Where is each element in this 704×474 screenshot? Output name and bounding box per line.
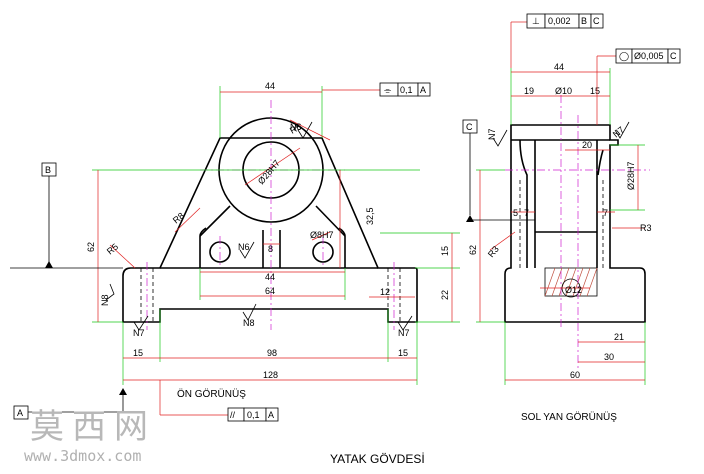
svg-text:N8: N8 <box>243 318 255 328</box>
side-view-label: SOL YAN GÖRÜNÜŞ <box>521 411 617 423</box>
svg-text:N8: N8 <box>100 294 110 306</box>
drawing-title: YATAK GÖVDESİ <box>330 452 425 466</box>
side-bore-curve-r <box>597 149 604 176</box>
tol-perp-value: 0,002 <box>548 16 571 26</box>
tol-circ-symbol: ◯ <box>619 51 629 62</box>
front-rib-left <box>199 205 231 237</box>
dim-r5-leader <box>109 244 136 269</box>
surface-mark-n6-mid: N6 <box>238 241 255 259</box>
side-outline <box>504 124 646 323</box>
dim-text-32-5: 32,5 <box>365 207 375 225</box>
dim-text-64: 64 <box>265 286 275 296</box>
dim-text-44-top: 44 <box>265 81 275 91</box>
svg-text:N7: N7 <box>611 124 626 139</box>
watermark-chars: 莫西网 <box>30 407 156 447</box>
dim-text-bore: Ø28H7 <box>256 158 282 186</box>
datum-a-triangle <box>119 388 127 395</box>
tol-perp-datum2: C <box>593 16 600 26</box>
surface-mark-n8-bottom: N8 <box>242 303 257 328</box>
datum-b: B <box>10 162 123 269</box>
dim-text-hole: Ø8H7 <box>310 230 334 240</box>
dim-hole-leader <box>311 231 331 241</box>
svg-text:N7: N7 <box>487 128 497 140</box>
side-text-30: 30 <box>604 352 614 362</box>
tol-circ-datum: C <box>670 51 677 61</box>
dim-text-15-r: 15 <box>440 246 450 256</box>
side-text-21: 21 <box>614 332 624 342</box>
tol-frame-flatness: ⌯ 0,1 A <box>322 82 431 97</box>
tol-flat-value: 0,1 <box>400 85 413 95</box>
dim-text-15-l: 15 <box>133 348 143 358</box>
datum-a-box <box>13 405 29 420</box>
front-view-label: ÖN GÖRÜNÜŞ <box>177 388 246 400</box>
front-base-outline <box>122 137 418 323</box>
tol-parallel-value: 0,1 <box>247 410 260 420</box>
tol-flat-datum: A <box>420 85 426 95</box>
side-text-44: 44 <box>554 62 564 72</box>
tol-circ-value: Ø0,005 <box>634 51 664 61</box>
datum-c-label: C <box>466 122 473 132</box>
dim-text-62: 62 <box>86 242 96 252</box>
side-text-60: 60 <box>570 370 580 380</box>
dim-text-12: 12 <box>380 287 390 297</box>
svg-text:N7: N7 <box>398 328 410 338</box>
surface-mark-n8-left: N8 <box>100 283 115 306</box>
side-text-15: 15 <box>590 86 600 96</box>
dim-text-15-r-b: 15 <box>398 348 408 358</box>
surface-mark-n7-side-right: N7 <box>611 121 630 140</box>
side-text-r3-left: R3 <box>486 244 501 259</box>
dim-text-98: 98 <box>267 348 277 358</box>
datum-a-label: A <box>17 408 23 418</box>
datum-c-triangle <box>466 215 474 222</box>
side-text-d12: Ø12 <box>565 285 582 295</box>
surface-mark-n7-side-top: N7 <box>487 128 508 147</box>
side-text-28h7: Ø28H7 <box>626 161 636 190</box>
datum-a: A <box>13 388 127 420</box>
surface-mark-n7-right: N7 <box>397 315 413 338</box>
dim-r8-leader <box>174 207 201 233</box>
tol-perp-datum1: B <box>581 16 587 26</box>
datum-b-triangle <box>45 261 53 268</box>
tol-flat-symbol: ⌯ <box>384 85 392 95</box>
surface-mark-n6-top: N6 <box>290 121 313 139</box>
watermark-url: www.3dmox.com <box>24 447 141 465</box>
side-text-20: 20 <box>582 140 592 150</box>
side-view: 44 19 Ø10 15 20 Ø28H7 5 7 7 62 21 30 60 … <box>468 62 652 423</box>
side-text-10: Ø10 <box>555 86 572 96</box>
side-text-r3-right: R3 <box>640 223 652 233</box>
svg-text:N7: N7 <box>133 328 145 338</box>
dim-text-8: 8 <box>268 244 273 254</box>
surface-mark-n7-left: N7 <box>133 315 149 338</box>
tol-frame-circularity: ◯ Ø0,005 C <box>596 48 681 125</box>
datum-b-label: B <box>45 165 51 175</box>
side-dim-r3-left <box>489 231 516 251</box>
tol-frame-perpendicular: ⊥ 0,002 B C <box>510 13 604 68</box>
side-text-19: 19 <box>524 86 534 96</box>
dim-bore-leader <box>244 147 301 186</box>
front-view: 44 62 Ø28H7 32,5 15 22 8 44 64 12 15 98 … <box>86 81 460 400</box>
dim-r5-top-leader <box>289 119 331 141</box>
watermark: 莫西网 www.3dmox.com <box>24 407 156 465</box>
dim-text-r5-left: R5 <box>105 241 120 256</box>
tol-parallel-datum: A <box>268 410 274 420</box>
side-text-7-l: 7 <box>524 208 529 218</box>
side-text-7-r: 7 <box>603 208 608 218</box>
svg-text:N6: N6 <box>238 242 250 252</box>
tol-perp-symbol: ⊥ <box>532 16 540 26</box>
dim-text-22: 22 <box>440 290 450 300</box>
side-text-62: 62 <box>468 245 478 255</box>
dim-text-128: 128 <box>263 370 278 380</box>
side-text-5: 5 <box>513 208 518 218</box>
datum-b-box <box>41 162 57 177</box>
side-bore-curve-l <box>519 139 528 268</box>
tol-parallel-symbol: // <box>230 410 236 420</box>
svg-text:N6: N6 <box>290 122 302 132</box>
datum-c: C <box>462 119 535 222</box>
tol-frame-parallel: // 0,1 A <box>159 380 279 422</box>
dim-text-44-inner: 44 <box>265 272 275 282</box>
